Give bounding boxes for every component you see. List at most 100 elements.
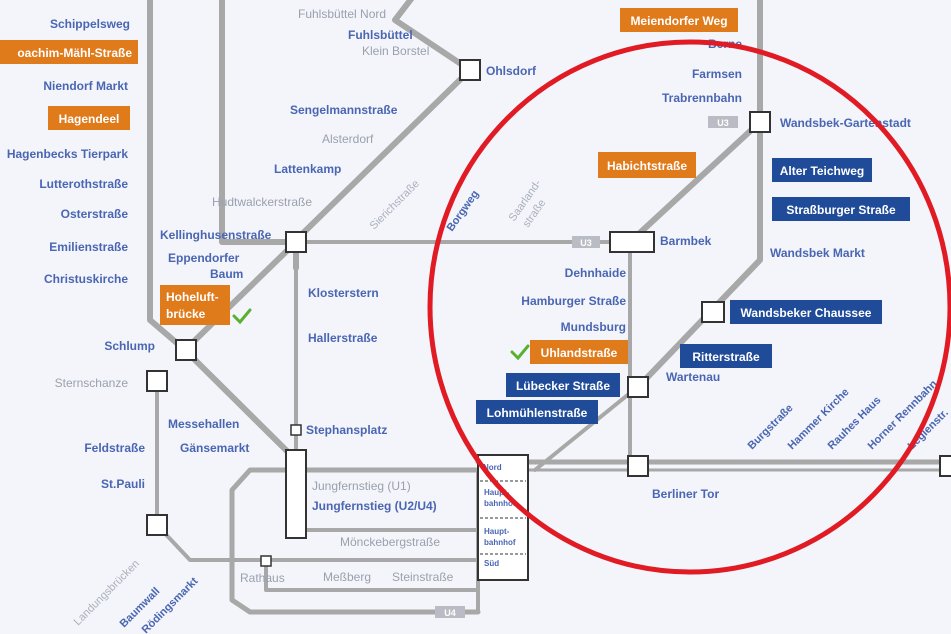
station-uhland[interactable]: Uhlandstraße xyxy=(541,346,618,360)
station-hudtwalcker[interactable]: Hudtwalckerstraße xyxy=(212,195,312,209)
station-st-pauli[interactable]: St.Pauli xyxy=(101,477,145,491)
station-hagenbecks[interactable]: Hagenbecks Tierpark xyxy=(7,147,128,161)
station-rathaus[interactable]: Rathaus xyxy=(240,571,285,585)
station-box-landungsbruecken[interactable] xyxy=(146,514,168,536)
station-box-ohlsdorf[interactable] xyxy=(459,59,481,81)
line-kellinghusen-schlump xyxy=(182,239,299,353)
station-box-kellinghusen[interactable] xyxy=(285,231,307,253)
station-hbf-2a[interactable]: Haupt- xyxy=(484,527,510,536)
line-badges: U3 U3 U4 xyxy=(435,116,738,618)
station-haller[interactable]: Hallerstraße xyxy=(308,331,378,345)
station-box-berliner-tor[interactable] xyxy=(627,455,649,477)
station-jungfernstieg-u1[interactable]: Jungfernstieg (U1) xyxy=(312,479,411,493)
station-stein[interactable]: Steinstraße xyxy=(392,570,454,584)
station-label-bg-hagendeel xyxy=(48,106,130,130)
station-hbf-1b[interactable]: bahnhof xyxy=(484,499,516,508)
station-sternschanze[interactable]: Sternschanze xyxy=(55,376,129,390)
check-icon-uhland xyxy=(510,344,530,361)
station-alsterdorf[interactable]: Alsterdorf xyxy=(322,132,374,146)
station-messberg[interactable]: Meßberg xyxy=(323,570,371,584)
station-box-stephansplatz[interactable] xyxy=(290,424,302,436)
station-barmbek[interactable]: Barmbek xyxy=(660,234,712,248)
station-ohlsdorf[interactable]: Ohlsdorf xyxy=(486,64,537,78)
station-moencke[interactable]: Mönckebergstraße xyxy=(340,535,440,549)
station-schlump[interactable]: Schlump xyxy=(104,339,155,353)
badge-u3-b xyxy=(572,236,600,248)
station-box-wandsbek-gartenstadt[interactable] xyxy=(749,111,771,133)
station-fuhlsbuettel[interactable]: Fuhlsbüttel xyxy=(348,28,413,42)
station-hoheluft-line1[interactable]: Hoheluft- xyxy=(166,290,219,304)
station-luebecker[interactable]: Lübecker Straße xyxy=(516,379,610,393)
station-hagendeel[interactable]: Hagendeel xyxy=(59,112,120,126)
line-u1-east xyxy=(637,0,763,388)
station-niendorf-markt[interactable]: Niendorf Markt xyxy=(43,79,128,93)
station-lutteroth[interactable]: Lutterothstraße xyxy=(39,177,128,191)
station-kellinghusen[interactable]: Kellinghusenstraße xyxy=(160,228,272,242)
station-box-wartenau[interactable] xyxy=(627,376,649,398)
station-christus[interactable]: Christuskirche xyxy=(44,272,128,286)
station-box-schlump[interactable] xyxy=(175,339,197,361)
station-box-sternschanze[interactable] xyxy=(146,370,168,392)
station-label-bg-wandsbeker-chaussee xyxy=(730,300,882,324)
station-label-bg-lohmuehlen xyxy=(476,400,598,424)
station-joachim[interactable]: oachim-Mähl-Straße xyxy=(17,46,132,60)
station-box-rathaus[interactable] xyxy=(260,555,272,567)
station-stephansplatz[interactable]: Stephansplatz xyxy=(306,423,387,437)
station-wandsbeker-chaussee[interactable]: Wandsbeker Chaussee xyxy=(741,306,872,320)
station-box-barmbek[interactable] xyxy=(609,231,655,253)
station-box-wandsbeker-chaussee[interactable] xyxy=(701,301,725,323)
station-lattenkamp[interactable]: Lattenkamp xyxy=(274,162,341,176)
station-hbf-nord[interactable]: Nord xyxy=(483,463,502,472)
station-box-jungfernstieg[interactable] xyxy=(285,449,307,539)
station-messehallen[interactable]: Messehallen xyxy=(168,417,239,431)
station-label-bg-strassburger xyxy=(772,197,910,221)
station-eppendorfer-line2[interactable]: Baum xyxy=(210,267,243,281)
line-u2-left xyxy=(147,0,188,353)
station-jungfernstieg-u2[interactable]: Jungfernstieg (U2/U4) xyxy=(312,499,437,513)
station-ritter[interactable]: Ritterstraße xyxy=(692,350,760,364)
station-gaensemarkt[interactable]: Gänsemarkt xyxy=(180,441,249,455)
station-label-bg-joachim xyxy=(0,40,138,64)
line-u3-loop xyxy=(229,467,481,615)
station-eppendorfer-line1[interactable]: Eppendorfer xyxy=(168,251,240,265)
station-lohmuehlen[interactable]: Lohmühlenstraße xyxy=(487,406,588,420)
station-oster[interactable]: Osterstraße xyxy=(61,207,129,221)
station-sengelmann[interactable]: Sengelmannstraße xyxy=(290,103,398,117)
station-hbf-2b[interactable]: bahnhof xyxy=(484,538,516,547)
station-hamburger[interactable]: Hamburger Straße xyxy=(521,294,626,308)
line-u3-barmbek xyxy=(627,119,763,245)
station-hbf-sued[interactable]: Süd xyxy=(484,559,499,568)
station-klein-borstel[interactable]: Klein Borstel xyxy=(362,44,429,58)
station-feldstrasse[interactable]: Feldstraße xyxy=(84,441,145,455)
badge-u3-a-label: U3 xyxy=(717,118,729,128)
station-label-bg-luebecker xyxy=(506,373,620,397)
station-label-bg-hoheluft xyxy=(160,285,230,325)
station-emilien[interactable]: Emilienstraße xyxy=(49,240,128,254)
station-label-bg-ritter xyxy=(680,344,772,368)
station-strassburger[interactable]: Straßburger Straße xyxy=(786,203,896,217)
line-u1-luebecker xyxy=(533,383,642,472)
line-u3-sw xyxy=(182,347,299,463)
station-klosterstern[interactable]: Klosterstern xyxy=(308,286,379,300)
station-hbf-1a[interactable]: Haupt- xyxy=(484,488,510,497)
station-wandsbek-markt[interactable]: Wandsbek Markt xyxy=(770,246,865,260)
station-fuhlsbuettel-nord[interactable]: Fuhlsbüttel Nord xyxy=(298,7,386,21)
station-wartenau[interactable]: Wartenau xyxy=(666,370,720,384)
badge-u4 xyxy=(435,606,465,618)
station-farmsen[interactable]: Farmsen xyxy=(692,67,742,81)
station-box-east-edge[interactable] xyxy=(939,455,951,477)
station-wandsbek-gartenstadt[interactable]: Wandsbek-Gartenstadt xyxy=(780,116,911,130)
station-alter-teichweg[interactable]: Alter Teichweg xyxy=(780,164,864,178)
station-berliner-tor[interactable]: Berliner Tor xyxy=(652,487,719,501)
station-hoheluft-line2[interactable]: brücke xyxy=(166,307,206,321)
plain-labels: Schippelsweg Niendorf Markt Hagenbecks T… xyxy=(7,7,911,585)
station-mundsburg[interactable]: Mundsburg xyxy=(561,320,626,334)
station-habicht[interactable]: Habichtstraße xyxy=(607,159,687,173)
station-schippelsweg[interactable]: Schippelsweg xyxy=(50,17,130,31)
station-trabrennbahn[interactable]: Trabrennbahn xyxy=(662,91,742,105)
highlight-circle xyxy=(427,39,951,575)
station-meiendorfer[interactable]: Meiendorfer Weg xyxy=(630,14,727,28)
badge-u3-a xyxy=(708,116,738,128)
station-dehnhaide[interactable]: Dehnhaide xyxy=(565,266,627,280)
